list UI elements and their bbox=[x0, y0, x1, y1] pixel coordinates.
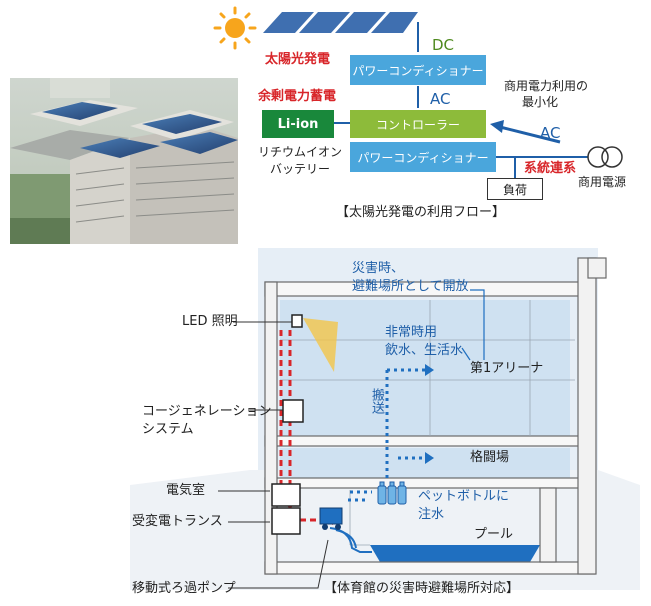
li-ion-box: Li-ion bbox=[262, 110, 334, 138]
water-line2: 飲水、生活水 bbox=[385, 343, 464, 358]
flow-caption: 【太陽光発電の利用フロー】 bbox=[336, 205, 506, 220]
commercial-min-line2: 最小化 bbox=[522, 95, 559, 109]
pool-label: プール bbox=[474, 527, 514, 542]
commercial-power-label: 商用電源 bbox=[578, 175, 627, 189]
cogeneration-unit bbox=[282, 399, 304, 423]
battery-line2: バッテリー bbox=[270, 162, 331, 176]
water-line1: 非常時用 bbox=[385, 325, 438, 340]
sun-icon bbox=[213, 6, 257, 50]
controller-box: コントローラー bbox=[350, 110, 486, 138]
transport-label: 搬送 bbox=[369, 388, 384, 414]
pump-icon bbox=[319, 507, 343, 530]
commercial-min-line1: 商用電力利用の bbox=[504, 79, 589, 93]
ac-right-label: AC bbox=[540, 124, 561, 142]
solar-panel-icon bbox=[263, 12, 418, 33]
storage-label: 余剰電力蓄電 bbox=[258, 89, 337, 104]
shelter-line1: 災害時、 bbox=[352, 261, 405, 276]
section-caption: 【体育館の災害時避難場所対応】 bbox=[324, 581, 520, 596]
grid-link-label: 系統連系 bbox=[524, 161, 577, 176]
electrical-room-box bbox=[271, 483, 301, 507]
building-photo bbox=[10, 78, 238, 244]
cogen-line1: コージェネレーション bbox=[142, 404, 272, 419]
water-bottle-icon bbox=[377, 481, 407, 505]
led-light-fixture bbox=[291, 314, 303, 328]
electrical-room-label: 電気室 bbox=[166, 483, 206, 498]
power-conditioner-bottom: パワーコンディショナー bbox=[350, 142, 496, 172]
ac-arrow bbox=[490, 120, 561, 144]
solar-power-label: 太陽光発電 bbox=[265, 52, 331, 67]
bottle-line1: ペットボトルに bbox=[418, 489, 510, 504]
transformer-box bbox=[271, 507, 301, 535]
martial-arts-label: 格闘場 bbox=[470, 450, 510, 465]
led-label: LED 照明 bbox=[182, 314, 238, 329]
cogen-line2: システム bbox=[142, 422, 194, 437]
building-section bbox=[130, 248, 640, 590]
load-box: 負荷 bbox=[487, 178, 543, 200]
transformer-icon bbox=[587, 146, 623, 168]
pump-label: 移動式ろ過ポンプ bbox=[132, 581, 236, 596]
shelter-line2: 避難場所として開放 bbox=[352, 279, 469, 294]
transformer-label: 受変電トランス bbox=[132, 514, 223, 529]
dc-label: DC bbox=[432, 36, 455, 54]
battery-line1: リチウムイオン bbox=[258, 145, 343, 159]
ac-mid-label: AC bbox=[430, 90, 451, 108]
arena-label: 第1アリーナ bbox=[470, 361, 544, 376]
bottle-line2: 注水 bbox=[418, 507, 445, 522]
power-conditioner-top: パワーコンディショナー bbox=[350, 55, 486, 85]
